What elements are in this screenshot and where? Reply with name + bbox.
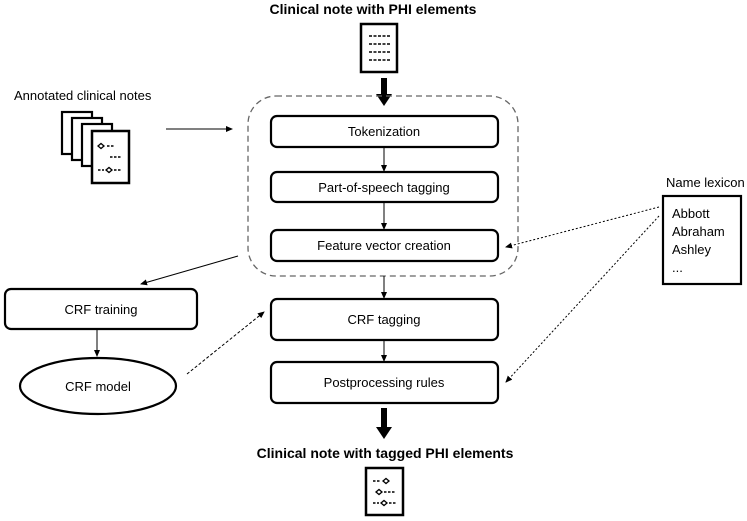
- annotated-notes-title: Annotated clinical notes: [14, 88, 152, 103]
- feature-vector-box: Feature vector creation: [269, 228, 500, 263]
- tokenization-box: Tokenization: [269, 114, 500, 149]
- tagged-document-icon: [364, 466, 405, 517]
- document-lines-icon: [359, 22, 399, 74]
- tokenization-label: Tokenization: [348, 124, 420, 139]
- name-lexicon-title: Name lexicon: [666, 175, 745, 190]
- crf-tagging-label: CRF tagging: [348, 312, 421, 327]
- output-thick-arrow: [376, 408, 392, 439]
- input-thick-arrow: [376, 78, 392, 106]
- lexicon-to-postprocessing-arrow: [505, 215, 660, 383]
- output-note-title: Clinical note with tagged PHI elements: [257, 445, 514, 461]
- feature-extraction-group: [247, 95, 519, 277]
- crf-model-ellipse: CRF model: [18, 356, 178, 416]
- crf-model-label: CRF model: [65, 379, 131, 394]
- group-to-crf-training-arrow: [140, 255, 239, 286]
- crf-model-to-tagging-arrow: [186, 311, 265, 375]
- lexicon-entry: Abbott: [672, 206, 710, 221]
- lexicon-entry: ...: [672, 260, 683, 275]
- crf-training-box: CRF training: [3, 287, 199, 331]
- lexicon-entry: Abraham: [672, 224, 725, 239]
- postprocessing-box: Postprocessing rules: [269, 360, 500, 405]
- pos-tagging-label: Part-of-speech tagging: [318, 180, 450, 195]
- postprocessing-label: Postprocessing rules: [324, 375, 445, 390]
- pos-tagging-box: Part-of-speech tagging: [269, 170, 500, 204]
- crf-training-label: CRF training: [65, 302, 138, 317]
- crf-tagging-box: CRF tagging: [269, 297, 500, 342]
- name-lexicon-box: Abbott Abraham Ashley ...: [661, 194, 743, 286]
- lexicon-entry: Ashley: [672, 242, 712, 257]
- feature-vector-label: Feature vector creation: [317, 238, 451, 253]
- stacked-annotated-documents-icon: [60, 110, 131, 185]
- input-note-title: Clinical note with PHI elements: [270, 1, 477, 17]
